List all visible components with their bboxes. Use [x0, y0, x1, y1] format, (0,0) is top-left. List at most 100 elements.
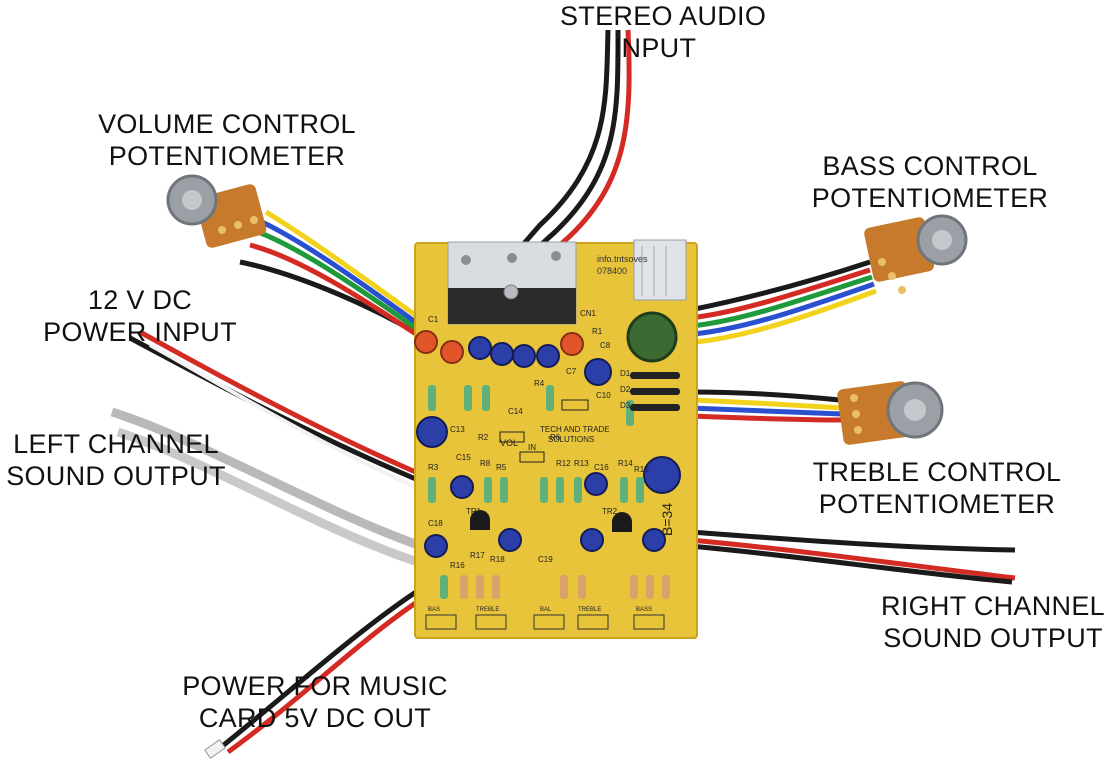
capacitor-blue-2	[490, 342, 514, 366]
stereo-wire-black	[518, 29, 611, 250]
designator: C19	[538, 555, 553, 564]
right-wire-black-2	[689, 543, 1013, 585]
power-wire-red	[138, 329, 421, 477]
right-output-label-line-2: SOUND OUTPUT	[883, 623, 1103, 653]
capacitor-blue-bottom-3	[580, 528, 604, 552]
bass-wire-black	[689, 259, 871, 313]
pad-4	[577, 614, 609, 630]
treble-pot-pin-3	[854, 426, 862, 434]
music-card-connector	[204, 739, 226, 759]
music-wire-red	[226, 597, 422, 755]
bass-pot-label-line-2: POTENTIOMETER	[811, 183, 1049, 213]
designator: TR2	[602, 507, 618, 516]
reg-heatsink-body	[633, 239, 687, 301]
music-wire-black	[218, 589, 418, 750]
vol-wire-red	[249, 242, 427, 343]
right-output-cable	[689, 529, 1016, 585]
regulator-heatsink	[633, 239, 687, 301]
pad-label: BAL	[540, 607, 552, 613]
heatsink-hole-2	[507, 253, 517, 263]
capacitor-orange-3	[560, 332, 584, 356]
right-wire-black-1	[689, 529, 1016, 553]
heatsink-hole-3	[551, 251, 561, 261]
transistor-tr1	[470, 510, 490, 530]
volume-pot-wires	[239, 209, 438, 343]
designator: C18	[428, 519, 443, 528]
designator: R6	[550, 433, 561, 442]
stereo-wire-red	[550, 29, 632, 254]
capacitor-blue-bottom-1	[424, 534, 448, 558]
power-wire-white	[149, 343, 419, 490]
header-top	[561, 399, 589, 411]
designator: R16	[450, 561, 465, 570]
power-input-label: 12 V DC POWER INPUT	[20, 284, 260, 348]
pad-label: BASS	[636, 607, 652, 613]
resistor-14	[440, 575, 448, 599]
volume-pot-knob-center	[182, 190, 202, 210]
left-wire-gray-2	[116, 427, 420, 567]
resistor-20	[630, 575, 638, 599]
resistor-17	[492, 575, 500, 599]
volume-pot-pin-3	[250, 216, 258, 224]
treble-pot-label-line-1: TREBLE CONTROL	[812, 457, 1062, 487]
treble-pot-pin-1	[850, 394, 858, 402]
pad-label: TREBLE	[476, 607, 499, 613]
pcb-beta-text: B=34	[659, 503, 675, 536]
resistor-19	[578, 575, 586, 599]
pad-label: TREBLE	[578, 607, 601, 613]
designator: R14	[618, 459, 633, 468]
pcb-designators: C1 CN1 R1 C7 C8 C10 C13 C14 C15 C16 C18 …	[428, 309, 649, 570]
resistor-8	[500, 477, 508, 503]
pad-label: BAS	[428, 607, 440, 613]
right-output-label-line-1: RIGHT CHANNEL	[881, 591, 1105, 621]
designator: D3	[620, 401, 631, 410]
volume-pot-label: VOLUME CONTROL POTENTIOMETER	[82, 108, 372, 172]
resistor-9	[540, 477, 548, 503]
bass-potentiometer	[864, 214, 968, 294]
bass-wire-blue	[693, 281, 875, 337]
resistor-10	[556, 477, 564, 503]
pcb-in-label: IN	[528, 443, 536, 452]
capacitor-row-top	[414, 311, 678, 386]
capacitor-blue-bottom-4	[642, 528, 666, 552]
music-card-label: POWER FOR MUSIC CARD 5V DC OUT	[160, 670, 470, 734]
designator: D1	[620, 369, 631, 378]
power-input-label-line-2: POWER INPUT	[43, 317, 237, 347]
designator: R5	[496, 463, 507, 472]
diode-d3	[630, 404, 680, 411]
vol-wire-blue	[260, 219, 434, 337]
treble-wire-yellow	[689, 397, 843, 411]
designator: C7	[566, 367, 577, 376]
bass-pot-pin-3	[898, 286, 906, 294]
treble-wire-red	[689, 413, 845, 423]
bass-wire-red	[689, 267, 871, 321]
pad-2	[475, 614, 507, 630]
pad-1	[425, 614, 457, 630]
pcb-brand-line-2: SOLUTIONS	[548, 435, 594, 444]
pcb-brand-line-1: TECH AND TRADE	[540, 425, 610, 434]
designator: C10	[596, 391, 611, 400]
bass-wire-green	[691, 274, 873, 329]
capacitor-blue-3	[512, 344, 536, 368]
stereo-wire-black-2	[533, 29, 621, 252]
capacitor-blue-c16	[584, 472, 608, 496]
resistor-6	[428, 477, 436, 503]
resistor-22	[662, 575, 670, 599]
designator: R13	[574, 459, 589, 468]
left-output-label-line-1: LEFT CHANNEL	[13, 429, 219, 459]
vol-wire-yellow	[264, 209, 438, 333]
stereo-input-label-line-2: INPUT	[613, 33, 697, 63]
treble-wire-blue	[689, 405, 843, 417]
treble-wire-black	[689, 389, 841, 403]
designator: C1	[428, 315, 439, 324]
designator: R18	[490, 555, 505, 564]
diode-d2	[630, 388, 680, 395]
capacitor-blue-right-large	[643, 456, 681, 494]
designator: C13	[450, 425, 465, 434]
transistor-tr2	[612, 512, 632, 532]
vol-wire-green	[257, 229, 432, 341]
capacitor-blue-mid	[584, 358, 612, 386]
header-in	[519, 451, 545, 463]
bass-pot-knob-center	[932, 230, 952, 250]
treble-pot-wires	[689, 389, 845, 423]
